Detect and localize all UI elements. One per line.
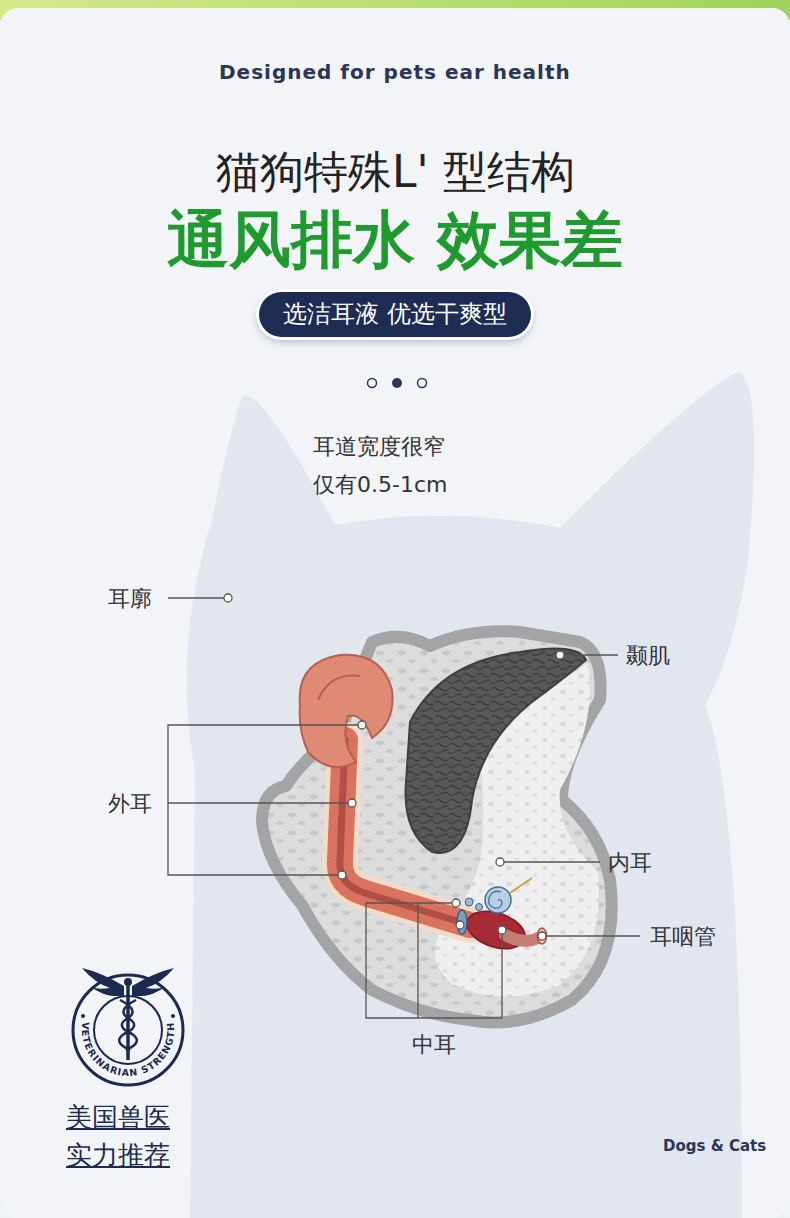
skull-bone (262, 631, 612, 1022)
footer-tag: Dogs & Cats (663, 1137, 766, 1155)
part-label: 颞肌 (626, 641, 670, 671)
eardrum (457, 910, 467, 934)
vet-logo: VETERINARIAN STRENGTH (73, 968, 183, 1085)
tube-opening (538, 928, 547, 944)
logo-text: VETERINARIAN STRENGTH (80, 1021, 176, 1078)
cochlea (485, 887, 511, 913)
temporal-muscle (406, 648, 586, 853)
recommend-text: 美国兽医 实力推荐 (66, 1098, 196, 1174)
cochlea-spiral (489, 891, 502, 908)
logo-arc-text: VETERINARIAN STRENGTH (80, 1021, 176, 1078)
headline: 通风排水 效果差 (167, 203, 623, 277)
part-label: 外耳 (108, 789, 152, 819)
part-label: 耳咽管 (650, 922, 716, 952)
canal-note: 耳道宽度很窄 仅有0.5-1cm (313, 428, 498, 504)
part-label: 内耳 (608, 848, 652, 878)
pinna (300, 655, 393, 767)
subtitle-english: Designed for pets ear health (219, 60, 571, 84)
title-heading: 猫狗特殊L' 型结构 (216, 146, 575, 199)
ossicle (465, 898, 473, 906)
nerve (510, 878, 532, 893)
ear-canal (340, 740, 470, 925)
ossicle (476, 904, 483, 911)
page-dots (368, 378, 427, 388)
leader-lines (168, 598, 640, 1018)
pill-text: 选洁耳液 优选干爽型 (283, 299, 507, 330)
page-panel (0, 8, 790, 1218)
leader-dots (224, 594, 564, 940)
part-label: 中耳 (412, 1030, 456, 1060)
pill-box: 选洁耳液 优选干爽型 (259, 292, 531, 337)
ear-anatomy (262, 631, 612, 1022)
cat-silhouette (187, 372, 754, 1218)
part-label: 耳廓 (108, 584, 152, 614)
eustachian-tube (505, 935, 538, 941)
pinna-fold (318, 676, 360, 701)
